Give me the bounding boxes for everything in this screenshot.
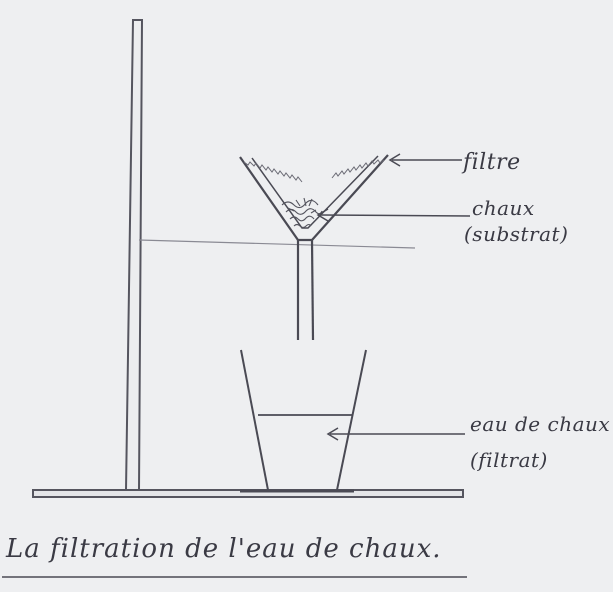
label-chaux: chaux	[472, 196, 535, 220]
label-substrat: (substrat)	[464, 222, 569, 246]
pointer-chaux	[316, 208, 471, 222]
label-eau-de-chaux: eau de chaux	[470, 412, 611, 436]
stand-rod	[124, 19, 144, 491]
lime-substrate	[281, 197, 323, 229]
label-filtrat: (filtrat)	[470, 448, 548, 472]
filter-paper	[243, 159, 385, 183]
funnel	[239, 154, 389, 341]
support-clamp	[138, 239, 416, 249]
beaker	[240, 349, 367, 493]
pointer-filtre	[388, 153, 462, 167]
diagram-caption: La filtration de l'eau de chaux.	[6, 534, 442, 564]
label-filtre: filtre	[463, 150, 521, 175]
pointer-eau-de-chaux	[326, 427, 465, 441]
